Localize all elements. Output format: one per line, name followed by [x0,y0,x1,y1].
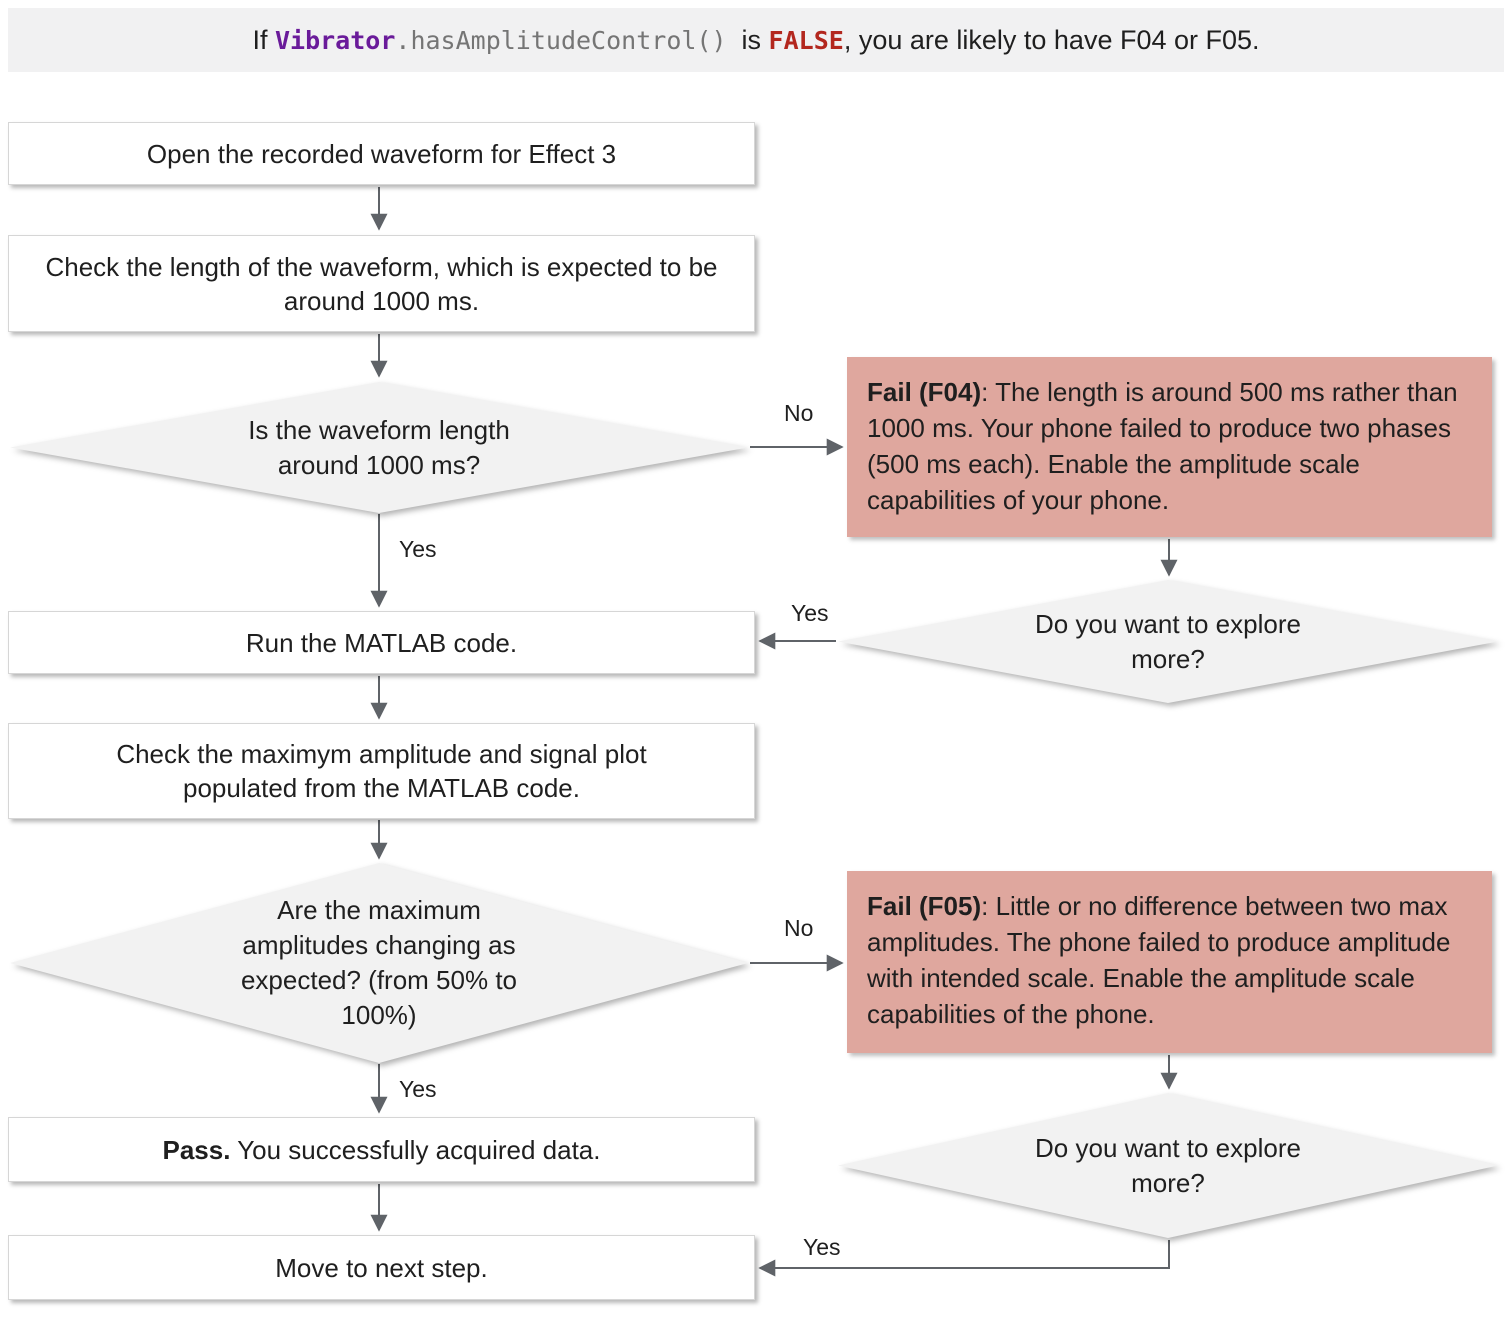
fail-f04-title: Fail (F04) [867,377,982,407]
node-run-matlab-label: Run the MATLAB code. [245,627,518,658]
decision-explore-more-2-label: Do you want to explore more? [1035,1132,1301,1198]
node-move-next-label: Move to next step. [275,1252,488,1283]
fail-f04-body: : The length is around 500 ms rather tha… [867,377,1458,515]
node-pass-label: Pass. You successfully acquired data. [163,1133,601,1167]
decision-waveform-length-label: Is the waveform length around 1000 ms? [248,414,510,480]
edge-label-yes-amplitude: Yes [396,1076,440,1103]
edge-label-no-length: No [781,400,817,427]
node-check-amplitude: Check the maximym amplitude and signal p… [8,723,755,819]
fail-f05-title: Fail (F05) [867,891,982,921]
decision-explore-more-1-label: Do you want to explore more? [1035,608,1301,674]
node-check-amplitude-label: Check the maximym amplitude and signal p… [116,739,647,803]
node-check-length-label: Check the length of the waveform, which … [45,251,718,316]
decision-waveform-length: Is the waveform length around 1000 ms? [10,382,748,513]
node-fail-f05: Fail (F05): Little or no difference betw… [847,871,1492,1053]
node-open-waveform-label: Open the recorded waveform for Effect 3 [146,138,617,169]
node-open-waveform: Open the recorded waveform for Effect 3 [8,122,755,185]
banner-suffix: , you are likely to have F04 or F05. [843,24,1260,55]
pass-title: Pass. [162,1134,231,1165]
edge-label-yes-explore-2: Yes [800,1234,844,1261]
banner-code-method: .hasAmplitudeControl() [395,25,727,55]
node-pass: Pass. You successfully acquired data. [8,1117,755,1182]
pass-body: You successfully acquired data. [230,1134,601,1165]
banner: If Vibrator.hasAmplitudeControl() is FAL… [8,8,1504,72]
edge-label-yes-length: Yes [396,536,440,563]
banner-code-false: FALSE [768,25,844,55]
node-move-next: Move to next step. [8,1235,755,1300]
banner-middle: is [726,24,769,55]
decision-explore-more-2: Do you want to explore more? [838,1093,1498,1238]
decision-explore-more-1: Do you want to explore more? [838,580,1498,703]
decision-amplitude-changing-label: Are the maximum amplitudes changing as e… [240,895,518,1030]
edge-label-no-amplitude: No [781,915,817,942]
fail-f05-body: : Little or no difference between two ma… [867,891,1451,1029]
node-run-matlab: Run the MATLAB code. [8,611,755,674]
edge-label-yes-explore-1: Yes [788,600,832,627]
decision-amplitude-changing: Are the maximum amplitudes changing as e… [10,863,748,1063]
node-fail-f04: Fail (F04): The length is around 500 ms … [847,357,1492,537]
banner-code-class: Vibrator [274,25,396,55]
node-check-length: Check the length of the waveform, which … [8,235,755,332]
banner-prefix: If [252,24,275,55]
